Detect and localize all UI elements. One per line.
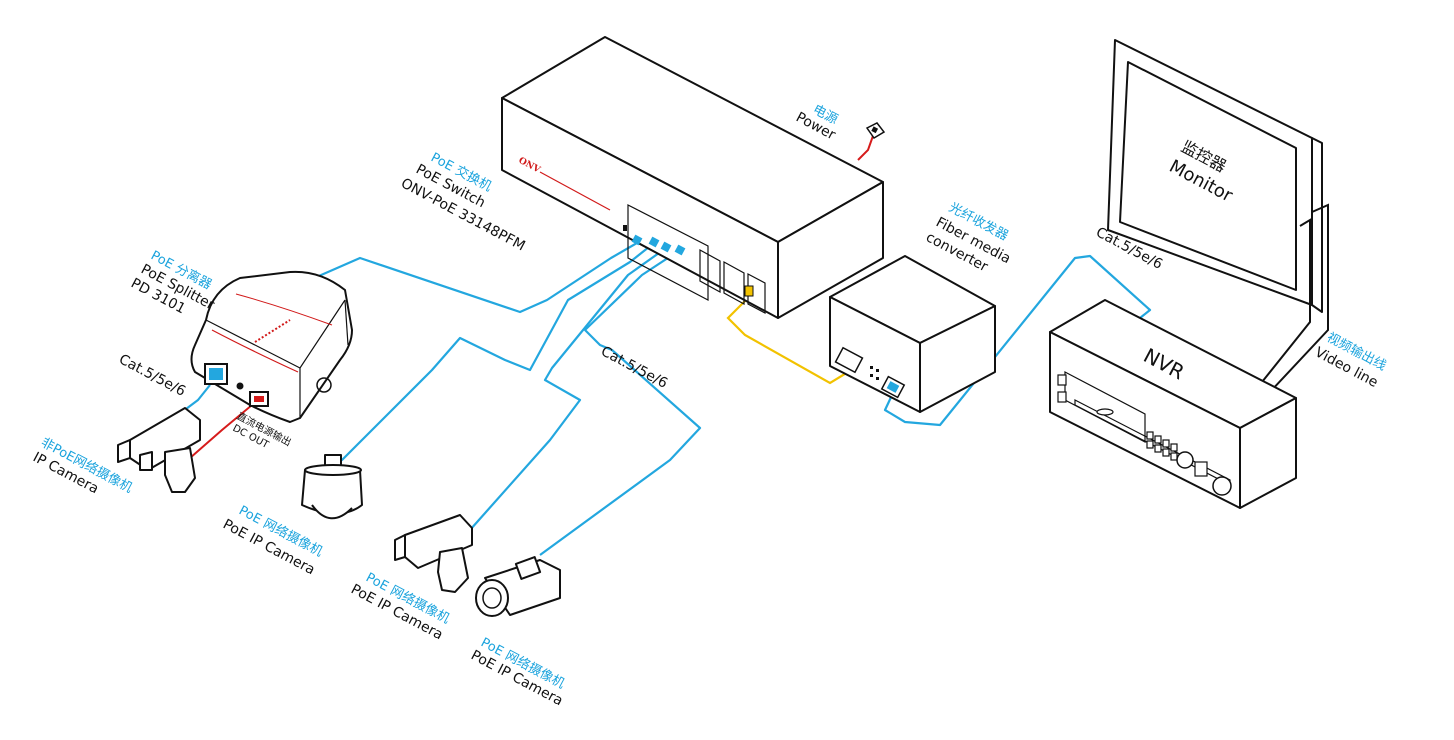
poe-bullet-camera[interactable] (475, 556, 561, 617)
cable-switch-splitter (279, 242, 638, 314)
power-cable (857, 132, 875, 161)
switch-led (623, 225, 627, 231)
fiber-optic-cable (726, 297, 849, 385)
power-plug (865, 122, 886, 140)
cable-splitter-camera (181, 384, 211, 413)
cameras-cat-label: Cat.5/5e/6 (598, 343, 670, 391)
monitor[interactable] (1107, 39, 1329, 393)
switch-front-stripe (539, 171, 611, 211)
cables (181, 132, 1152, 556)
poe-ports (631, 234, 686, 256)
fiber-converter[interactable] (829, 255, 996, 413)
poe-splitter[interactable] (190, 270, 353, 423)
nvr[interactable] (1049, 299, 1297, 509)
cable-switch-bullet (539, 249, 702, 556)
non-poe-ip-camera[interactable] (117, 407, 201, 493)
cable-switch-dome (329, 242, 655, 467)
poe-switch[interactable]: ONV (501, 36, 884, 319)
sfp-port (744, 285, 754, 297)
poe-box-camera[interactable] (394, 514, 473, 593)
poe-dome-camera[interactable] (301, 454, 363, 520)
cable-fiber-nvr (883, 254, 1152, 427)
splitter-cat-label: Cat.5/5e/6 (116, 351, 188, 399)
cable-switch-box-camera (469, 247, 667, 531)
dc-power-cable (189, 399, 259, 459)
